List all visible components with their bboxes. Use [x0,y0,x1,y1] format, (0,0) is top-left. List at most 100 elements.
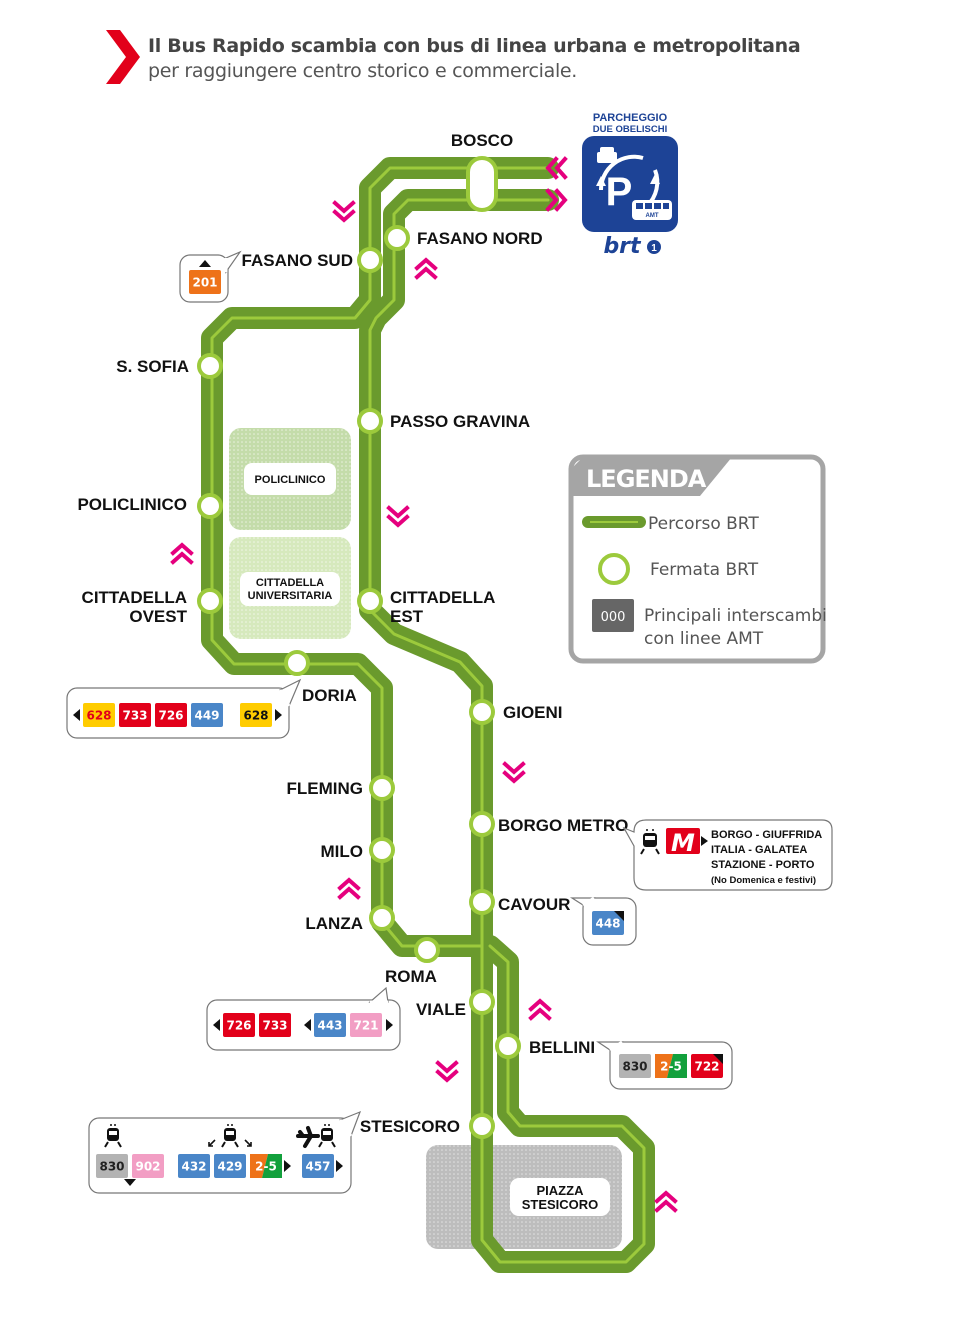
stop-stesicoro[interactable] [469,1113,495,1139]
direction-triangle-icon [275,709,282,721]
badge-bg [223,1013,255,1037]
direction-triangle-icon [386,1019,393,1031]
stop-label-lanza: LANZA [305,914,363,933]
stop-label-stesicoro: STESICORO [360,1117,460,1136]
bus-line-badge-2-5[interactable]: 2-5 [255,1160,277,1174]
brt-logo: brt [603,234,642,259]
callout-borgo-metro: M BORGO - GIUFFRIDA ITALIA - GALATEA STA… [622,819,833,891]
stop-label-policlinico: POLICLINICO [77,495,187,514]
stop-viale[interactable] [469,989,495,1015]
arrow-right-icon [545,188,568,212]
stop-label-viale: VIALE [416,1000,466,1019]
metro-logo: M [671,829,695,857]
stop-fasano-sud[interactable] [357,247,383,273]
stop-label-fasano-sud: FASANO SUD [242,251,353,270]
bus-line-badge-830[interactable]: 830 [99,1160,124,1174]
header-chevron-icon [106,30,140,84]
bus-line-badge-432[interactable]: 432 [181,1160,206,1174]
badge-bg [314,1013,346,1037]
bus-line-badge-429[interactable]: 429 [217,1160,242,1174]
arrow-down-icon [332,200,356,223]
bus-line-badge-628[interactable]: 628 [86,709,111,723]
airplane-icon [296,1126,320,1148]
direction-triangle-icon [284,1160,291,1172]
bus-line-badge-902[interactable]: 902 [135,1160,160,1174]
stop-label-cittadella-est-1: CITTADELLA [390,588,495,607]
direction-triangle-icon [304,1019,311,1031]
stop-fleming[interactable] [369,775,395,801]
stop-label-bellini: BELLINI [529,1038,595,1057]
bus-line-badge-733[interactable]: 733 [122,709,147,723]
parking-p-symbol: P [606,170,633,214]
arrow-up-icon [654,1190,678,1213]
stop-cavour[interactable] [469,889,495,915]
bus-line-badge-726[interactable]: 726 [226,1019,251,1033]
stop-lanza[interactable] [369,905,395,931]
bus-line-badge-721[interactable]: 721 [353,1019,378,1033]
bus-line-badge-2-5[interactable]: 2-5 [660,1060,682,1074]
arrow-down-right-icon [244,1139,252,1147]
arrow-down-icon [502,761,526,784]
stop-gioeni[interactable] [469,699,495,725]
train-icon [318,1124,336,1148]
stop-bellini[interactable] [495,1033,521,1059]
stop-label-doria: DORIA [302,686,357,705]
route-brt [201,157,655,1273]
bus-line-badge-443[interactable]: 443 [317,1019,342,1033]
metro-line-1: BORGO - GIUFFRIDA [711,829,822,841]
bus-line-badge-726[interactable]: 726 [158,709,183,723]
bus-line-badge-457[interactable]: 457 [305,1160,330,1174]
badge-bg [592,911,624,935]
stop-cittadella-ovest[interactable] [197,588,223,614]
stop-doria[interactable] [284,650,310,676]
stop-borgo-metro[interactable] [469,811,495,837]
legend-badge-text: 000 [601,610,626,625]
badge-bg [619,1054,651,1078]
stop-label-cittadella-ovest-1: CITTADELLA [82,588,187,607]
direction-triangle-icon [73,709,80,721]
badge-bg [240,703,272,727]
badge-bg [155,703,187,727]
stop-roma[interactable] [414,937,440,963]
bus-line-badge-201[interactable]: 201 [192,276,217,290]
train-icon [221,1124,239,1148]
bus-line-badge-628[interactable]: 628 [243,709,268,723]
bus-line-badge-448[interactable]: 448 [595,917,620,931]
callout-doria: 628 733 726 449 628 [66,678,302,739]
arrow-up-icon [337,877,361,900]
metro-line-2: ITALIA - GALATEA [711,844,807,856]
car-icon [597,147,617,163]
route-center-stripe [368,198,550,948]
legend-stop-label: Fermata BRT [650,560,759,580]
stop-label-s-sofia: S. SOFIA [116,357,189,376]
area-piazza-label-box [510,1178,610,1216]
header-line-2: per raggiungere centro storico e commerc… [148,60,578,82]
stop-policlinico[interactable] [197,493,223,519]
parking-title-2: DUE OBELISCHI [593,124,667,135]
stop-passo-gravina[interactable] [357,408,383,434]
train-icon [640,829,660,855]
stop-label-bosco: BOSCO [451,131,513,150]
bus-amt-label: AMT [646,213,659,219]
bus-line-badge-830[interactable]: 830 [622,1060,647,1074]
arrow-left-icon [545,156,568,180]
stop-label-milo: MILO [321,842,364,861]
stop-bosco[interactable] [466,156,498,212]
callout-roma: 726 733 443 721 [206,986,401,1051]
bus-line-badge-733[interactable]: 733 [262,1019,287,1033]
badge-bg [83,703,115,727]
stop-milo[interactable] [369,837,395,863]
callout-fasano-sud: 201 [179,250,242,303]
stop-cittadella-est[interactable] [357,588,383,614]
bus-line-badge-722[interactable]: 722 [694,1060,719,1074]
callout-bellini: 830 2-5 722 [596,1040,733,1090]
bus-line-badge-449[interactable]: 449 [194,709,219,723]
badge-bg [189,270,221,294]
stop-fasano-nord[interactable] [384,225,410,251]
parking-due-obelischi[interactable]: PARCHEGGIO DUE OBELISCHI P AMT brt 1 [582,112,678,259]
stop-s-sofia[interactable] [197,353,223,379]
metro-note: (No Domenica e festivi) [711,875,816,886]
stop-label-roma: ROMA [385,967,437,986]
stop-label-fleming: FLEMING [287,779,364,798]
direction-triangle-icon [124,1179,136,1186]
